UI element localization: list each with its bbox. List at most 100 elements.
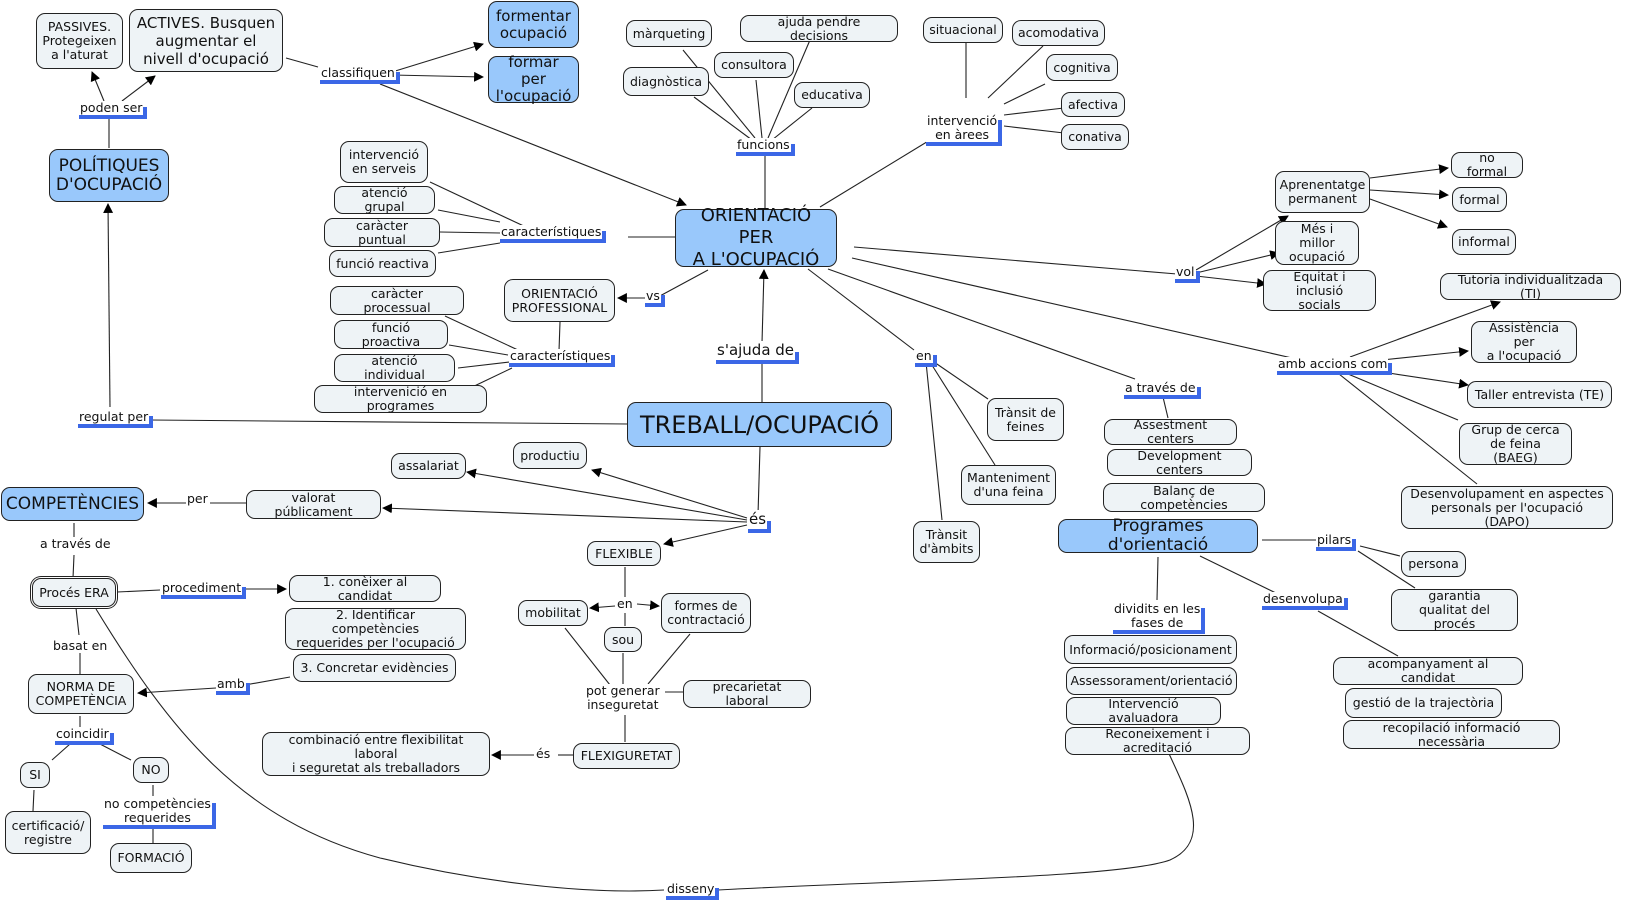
node-situacional[interactable]: situacional (923, 17, 1003, 43)
node-assistencia-ocupacio[interactable]: Assistència per a l'ocupació (1471, 321, 1577, 363)
node-assessment-centers[interactable]: Assestment centers (1104, 418, 1237, 446)
node-treball-ocupacio[interactable]: TREBALL/OCUPACIÓ (627, 402, 892, 447)
node-certificacio-registre[interactable]: certificació/ registre (5, 811, 91, 854)
link-dividits-fases[interactable]: dividits en les fases de (1113, 602, 1206, 634)
link-vs[interactable]: vs (645, 289, 665, 307)
node-proces-era[interactable]: Procés ERA (32, 578, 116, 607)
node-ajuda-pendre-decisions[interactable]: ajuda pendre decisions (740, 14, 898, 42)
link-poden-ser[interactable]: poden ser (79, 101, 148, 119)
node-diagnostica[interactable]: diagnòstica (623, 67, 709, 96)
node-actives[interactable]: ACTIVES. Busquen augmentar el nivell d'o… (129, 9, 283, 72)
node-combinacio[interactable]: combinació entre flexibilitat laboral i … (262, 732, 490, 776)
node-formal[interactable]: formal (1452, 187, 1507, 212)
node-formar-ocupacio[interactable]: formar per l'ocupació (488, 54, 579, 105)
node-educativa[interactable]: educativa (794, 82, 870, 108)
node-transit-ambits[interactable]: Trànsit d'àmbits (913, 521, 980, 563)
node-pas-2-identificar-competencies[interactable]: 2. Identificar competències requerides p… (285, 608, 466, 650)
node-no[interactable]: NO (133, 757, 169, 783)
node-precarietat-laboral[interactable]: precarietat laboral (683, 680, 811, 708)
node-funcio-reactiva[interactable]: funció reactiva (329, 250, 436, 277)
node-persona[interactable]: persona (1401, 551, 1466, 577)
link-desenvolupa[interactable]: desenvolupa (1262, 592, 1348, 610)
node-passives[interactable]: PASSIVES. Protegeixen a l'aturat (36, 13, 123, 69)
node-aprenentatge-permanent[interactable]: Aprenentatge permanent (1275, 171, 1370, 213)
node-intervencio-programes[interactable]: intervenició en programes (314, 385, 487, 413)
node-gestio-trajectoria[interactable]: gestió de la trajectòria (1345, 688, 1502, 718)
node-afectiva[interactable]: afectiva (1061, 92, 1125, 117)
node-marqueting[interactable]: màrqueting (626, 20, 712, 47)
node-acompanyament-candidat[interactable]: acompanyament al candidat (1333, 657, 1523, 685)
link-amb[interactable]: amb (216, 677, 250, 695)
node-transit-feines[interactable]: Trànsit de feines (987, 398, 1064, 441)
node-balanc-competencies[interactable]: Balanç de competències (1103, 483, 1265, 512)
node-productiu[interactable]: productiu (513, 442, 587, 469)
node-reconeixement-acreditacio[interactable]: Reconeixement i acreditació (1065, 727, 1250, 755)
node-tutoria-individualitzada[interactable]: Tutoria individualitzada (TI) (1440, 272, 1621, 300)
node-pas-1-coneixer-candidat[interactable]: 1. conèixer al candidat (289, 574, 441, 602)
node-flexible[interactable]: FLEXIBLE (587, 541, 661, 566)
link-a-traves-de-2[interactable]: a través de (39, 536, 112, 551)
node-orientacio-professional[interactable]: ORIENTACIÓ PROFESSIONAL (504, 279, 615, 322)
node-dapo[interactable]: Desenvolupament en aspectes personals pe… (1401, 486, 1613, 529)
link-pilars[interactable]: pilars (1316, 533, 1357, 551)
link-per[interactable]: per (186, 491, 209, 506)
link-intervencio-arees[interactable]: intervenció en àrees (926, 114, 1003, 146)
node-norma-competencia[interactable]: NORMA DE COMPETÈNCIA (28, 674, 134, 714)
link-es-2[interactable]: és (535, 746, 552, 761)
node-politiques-ocupacio[interactable]: POLÍTIQUES D'OCUPACIÓ (49, 149, 169, 202)
node-recopilacio-informacio[interactable]: recopilació informació necessària (1343, 720, 1560, 749)
node-formacio[interactable]: FORMACIÓ (110, 843, 192, 873)
node-atencio-individual[interactable]: atenció individual (334, 354, 455, 382)
node-consultora[interactable]: consultora (714, 52, 794, 78)
link-amb-accions-com[interactable]: amb accions com (1277, 357, 1393, 375)
node-mes-millor-ocupacio[interactable]: Més i millor ocupació (1275, 221, 1359, 265)
link-disseny[interactable]: disseny (666, 882, 720, 900)
link-vol[interactable]: vol (1175, 265, 1199, 283)
node-intervencio-avaluadora[interactable]: Intervenció avaluadora (1066, 697, 1221, 725)
node-funcio-proactiva[interactable]: funció proactiva (334, 320, 448, 349)
node-flexiguretat[interactable]: FLEXIGURETAT (573, 743, 680, 769)
link-basat-en[interactable]: basat en (52, 638, 109, 653)
node-development-centers[interactable]: Development centers (1107, 448, 1252, 476)
link-en-1[interactable]: en (915, 349, 937, 367)
link-procediment[interactable]: procediment (161, 581, 247, 599)
node-informacio-posicionament[interactable]: Informació/posicionament (1064, 635, 1237, 664)
node-acomodativa[interactable]: acomodativa (1012, 20, 1105, 46)
node-orientacio-ocupacio[interactable]: ORIENTACIÓ PER A L'OCUPACIÓ (675, 205, 837, 270)
link-classifiquen[interactable]: classifiquen (320, 66, 400, 84)
node-garantia-qualitat[interactable]: garantia qualitat del procés (1391, 589, 1518, 631)
node-no-formal[interactable]: no formal (1451, 151, 1523, 179)
node-si[interactable]: SI (20, 762, 50, 788)
node-sou[interactable]: sou (604, 627, 642, 652)
node-caracter-processual[interactable]: caràcter processual (330, 286, 464, 315)
link-es-1[interactable]: és (748, 510, 772, 533)
node-taller-entrevista[interactable]: Taller entrevista (TE) (1467, 381, 1612, 408)
link-no-competencies-requerides[interactable]: no competències requerides (103, 797, 216, 829)
node-assessorament-orientacio[interactable]: Assessorament/orientació (1066, 667, 1237, 695)
link-pot-generar-inseguretat[interactable]: pot generar inseguretat (585, 683, 661, 712)
link-regulat-per[interactable]: regulat per (78, 410, 154, 428)
node-valorat-publicament[interactable]: valorat públicament (246, 490, 381, 519)
link-caracteristiques-1[interactable]: característiques (500, 225, 607, 243)
link-a-traves-de-1[interactable]: a través de (1124, 381, 1201, 399)
node-intervencio-serveis[interactable]: intervenció en serveis (340, 141, 428, 183)
node-formentar-ocupacio[interactable]: formentar ocupació (488, 1, 579, 48)
node-grup-cerca-feina[interactable]: Grup de cerca de feina (BAEG) (1459, 423, 1572, 465)
node-assalariat[interactable]: assalariat (391, 453, 466, 479)
node-programes-orientacio[interactable]: Programes d'orientació (1058, 517, 1258, 555)
link-funcions[interactable]: funcions (736, 138, 795, 156)
link-coincidir[interactable]: coincidir (55, 727, 114, 745)
node-mobilitat[interactable]: mobilitat (518, 600, 588, 626)
node-informal[interactable]: informal (1452, 229, 1516, 255)
link-caracteristiques-2[interactable]: característiques (509, 349, 616, 367)
node-manteniment-feina[interactable]: Manteniment d'una feina (961, 465, 1056, 505)
node-caracter-puntual[interactable]: caràcter puntual (324, 218, 440, 247)
link-sajuda-de[interactable]: s'ajuda de (716, 341, 800, 364)
node-pas-3-concretar-evidencies[interactable]: 3. Concretar evidències (293, 654, 456, 682)
node-atencio-grupal[interactable]: atenció grupal (334, 186, 435, 214)
link-en-2[interactable]: en (616, 596, 634, 611)
node-conativa[interactable]: conativa (1061, 124, 1129, 150)
node-cognitiva[interactable]: cognitiva (1046, 54, 1118, 81)
node-competencies[interactable]: COMPETÈNCIES (1, 487, 144, 521)
node-formes-contractacio[interactable]: formes de contractació (661, 593, 751, 633)
